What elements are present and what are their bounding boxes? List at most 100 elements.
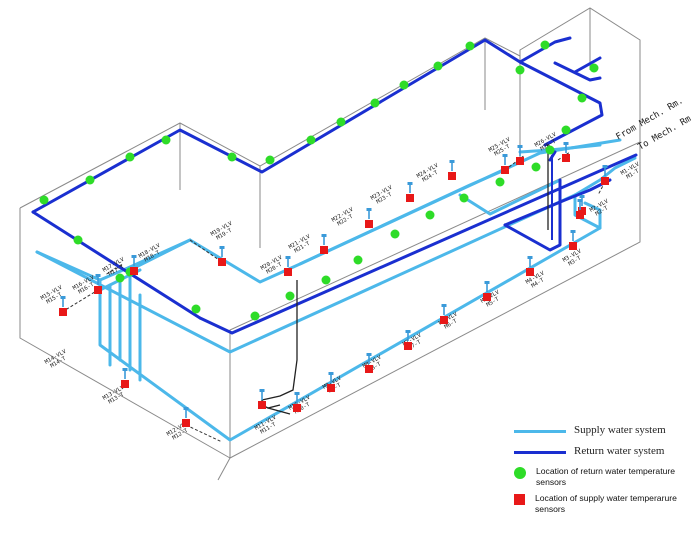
return-temp-sensor [336,117,346,127]
valve-handle-icon [527,256,533,259]
leader-line [189,239,223,263]
return-pipe-segment [518,36,572,64]
supply-line-swatch [514,430,566,433]
return-temp-sensor [577,93,587,103]
legend-supply-label: Supply water system [574,424,666,436]
terminal-tag: M10-VLVM10-T [288,394,315,416]
supply-temp-sensor [121,380,129,388]
riser-line [261,280,298,401]
return-temp-sensor [465,41,475,51]
legend-supply: Supply water system [514,424,666,436]
valve-handle-icon [502,154,508,157]
legend-return-label: Return water system [574,445,665,457]
valve-handle-icon [95,274,101,277]
supply-temp-sensor [258,401,266,409]
return-temp-sensor [390,229,400,239]
terminal-tag: M25-VLVM25-T [488,136,515,158]
supply-temp-sensor [94,286,102,294]
return-pipe-segment [198,153,638,335]
legend-supply-sensor-label: Location of supply water temperarure sen… [535,493,677,514]
return-pipe-segment [503,178,612,227]
terminal-tag: M19-VLVM19-T [210,220,237,242]
return-pipe-segment [503,178,562,252]
terminal-tag: M3-VLVM3-T [562,248,586,269]
supply-temp-sensor [526,268,534,276]
supply-temp-sensor [569,242,577,250]
riser-line [267,407,291,415]
supply-temp-sensor [130,267,138,275]
return-temp-sensor [495,177,505,187]
supply-temp-sensor [440,316,448,324]
return-temp-sensor [561,125,571,135]
supply-temp-sensor [501,166,509,174]
building-outline [19,7,641,481]
leader-line [185,424,223,443]
supply-temp-sensor [576,211,584,219]
supply-temp-sensor [182,419,190,427]
return-temp-sensor [459,193,469,203]
terminal-tag: M22-VLVM22-T [331,206,358,228]
sensor-markers [39,40,609,427]
valve-handle-icon [563,142,569,145]
green-dot-icon [514,467,526,479]
terminal-tag: M20-VLVM20-T [260,254,287,276]
supply-temp-sensor [365,220,373,228]
return-temp-sensor [115,273,125,283]
valve-handle-icon [285,256,291,259]
return-temp-sensor [433,61,443,71]
supply-water-pipes [35,138,637,442]
return-temp-sensor [39,195,49,205]
supply-temp-sensor [448,172,456,180]
valve-handle-icon [183,407,189,410]
supply-temp-sensor [365,365,373,373]
valve-handle-icon [366,353,372,356]
return-temp-sensor [531,162,541,172]
return-temp-sensor [191,304,201,314]
supply-temp-sensor [327,384,335,392]
valve-handle-icon [294,392,300,395]
supply-temp-sensor [483,293,491,301]
return-temp-sensor [321,275,331,285]
legend-return-sensor-label: Location of return water temperature sen… [536,466,676,487]
valve-handle-icon [122,368,128,371]
supply-pipe-segment [573,193,602,230]
valve-handle-icon [449,160,455,163]
supply-temp-sensor [320,246,328,254]
riser-lines [61,145,606,443]
legend-return: Return water system [514,445,664,457]
return-temp-sensor [250,311,260,321]
leader-line [61,289,99,313]
supply-pipe-segment [458,178,562,216]
leader-line [104,264,123,276]
return-temp-sensor [399,80,409,90]
terminal-tag: M24-VLVM24-T [416,162,443,184]
return-temp-sensor [545,145,555,155]
supply-temp-sensor [284,268,292,276]
valve-handle-icon [321,234,327,237]
supply-temp-sensor [601,177,609,185]
valve-handle-icon [602,165,608,168]
supply-pipe-segment [35,156,637,354]
legend-return-sensor: Location of return water temperature sen… [514,466,691,488]
return-temp-sensor [161,135,171,145]
return-pipe-segment [573,56,602,74]
valve-handle-icon [484,281,490,284]
red-square-icon [514,494,525,505]
return-line-swatch [514,451,566,454]
valve-handle-icon [328,372,334,375]
valve-handle-icon [405,330,411,333]
supply-temp-sensor [293,404,301,412]
valve-handle-icon [131,255,137,258]
return-temp-sensor [515,65,525,75]
valve-handle-icon [366,208,372,211]
return-temp-sensor [540,40,550,50]
supply-temp-sensor [404,342,412,350]
supply-temp-sensor [59,308,67,316]
terminal-tag: M14-VLVM14-T [44,348,71,370]
legend-supply-sensor: Location of supply water temperarure sen… [514,493,691,515]
return-temp-sensor [589,63,599,73]
supply-pipe-segment [298,170,502,266]
return-temp-sensor [227,152,237,162]
return-temp-sensor [73,235,83,245]
terminal-tag: M21-VLVM21-T [288,233,315,255]
